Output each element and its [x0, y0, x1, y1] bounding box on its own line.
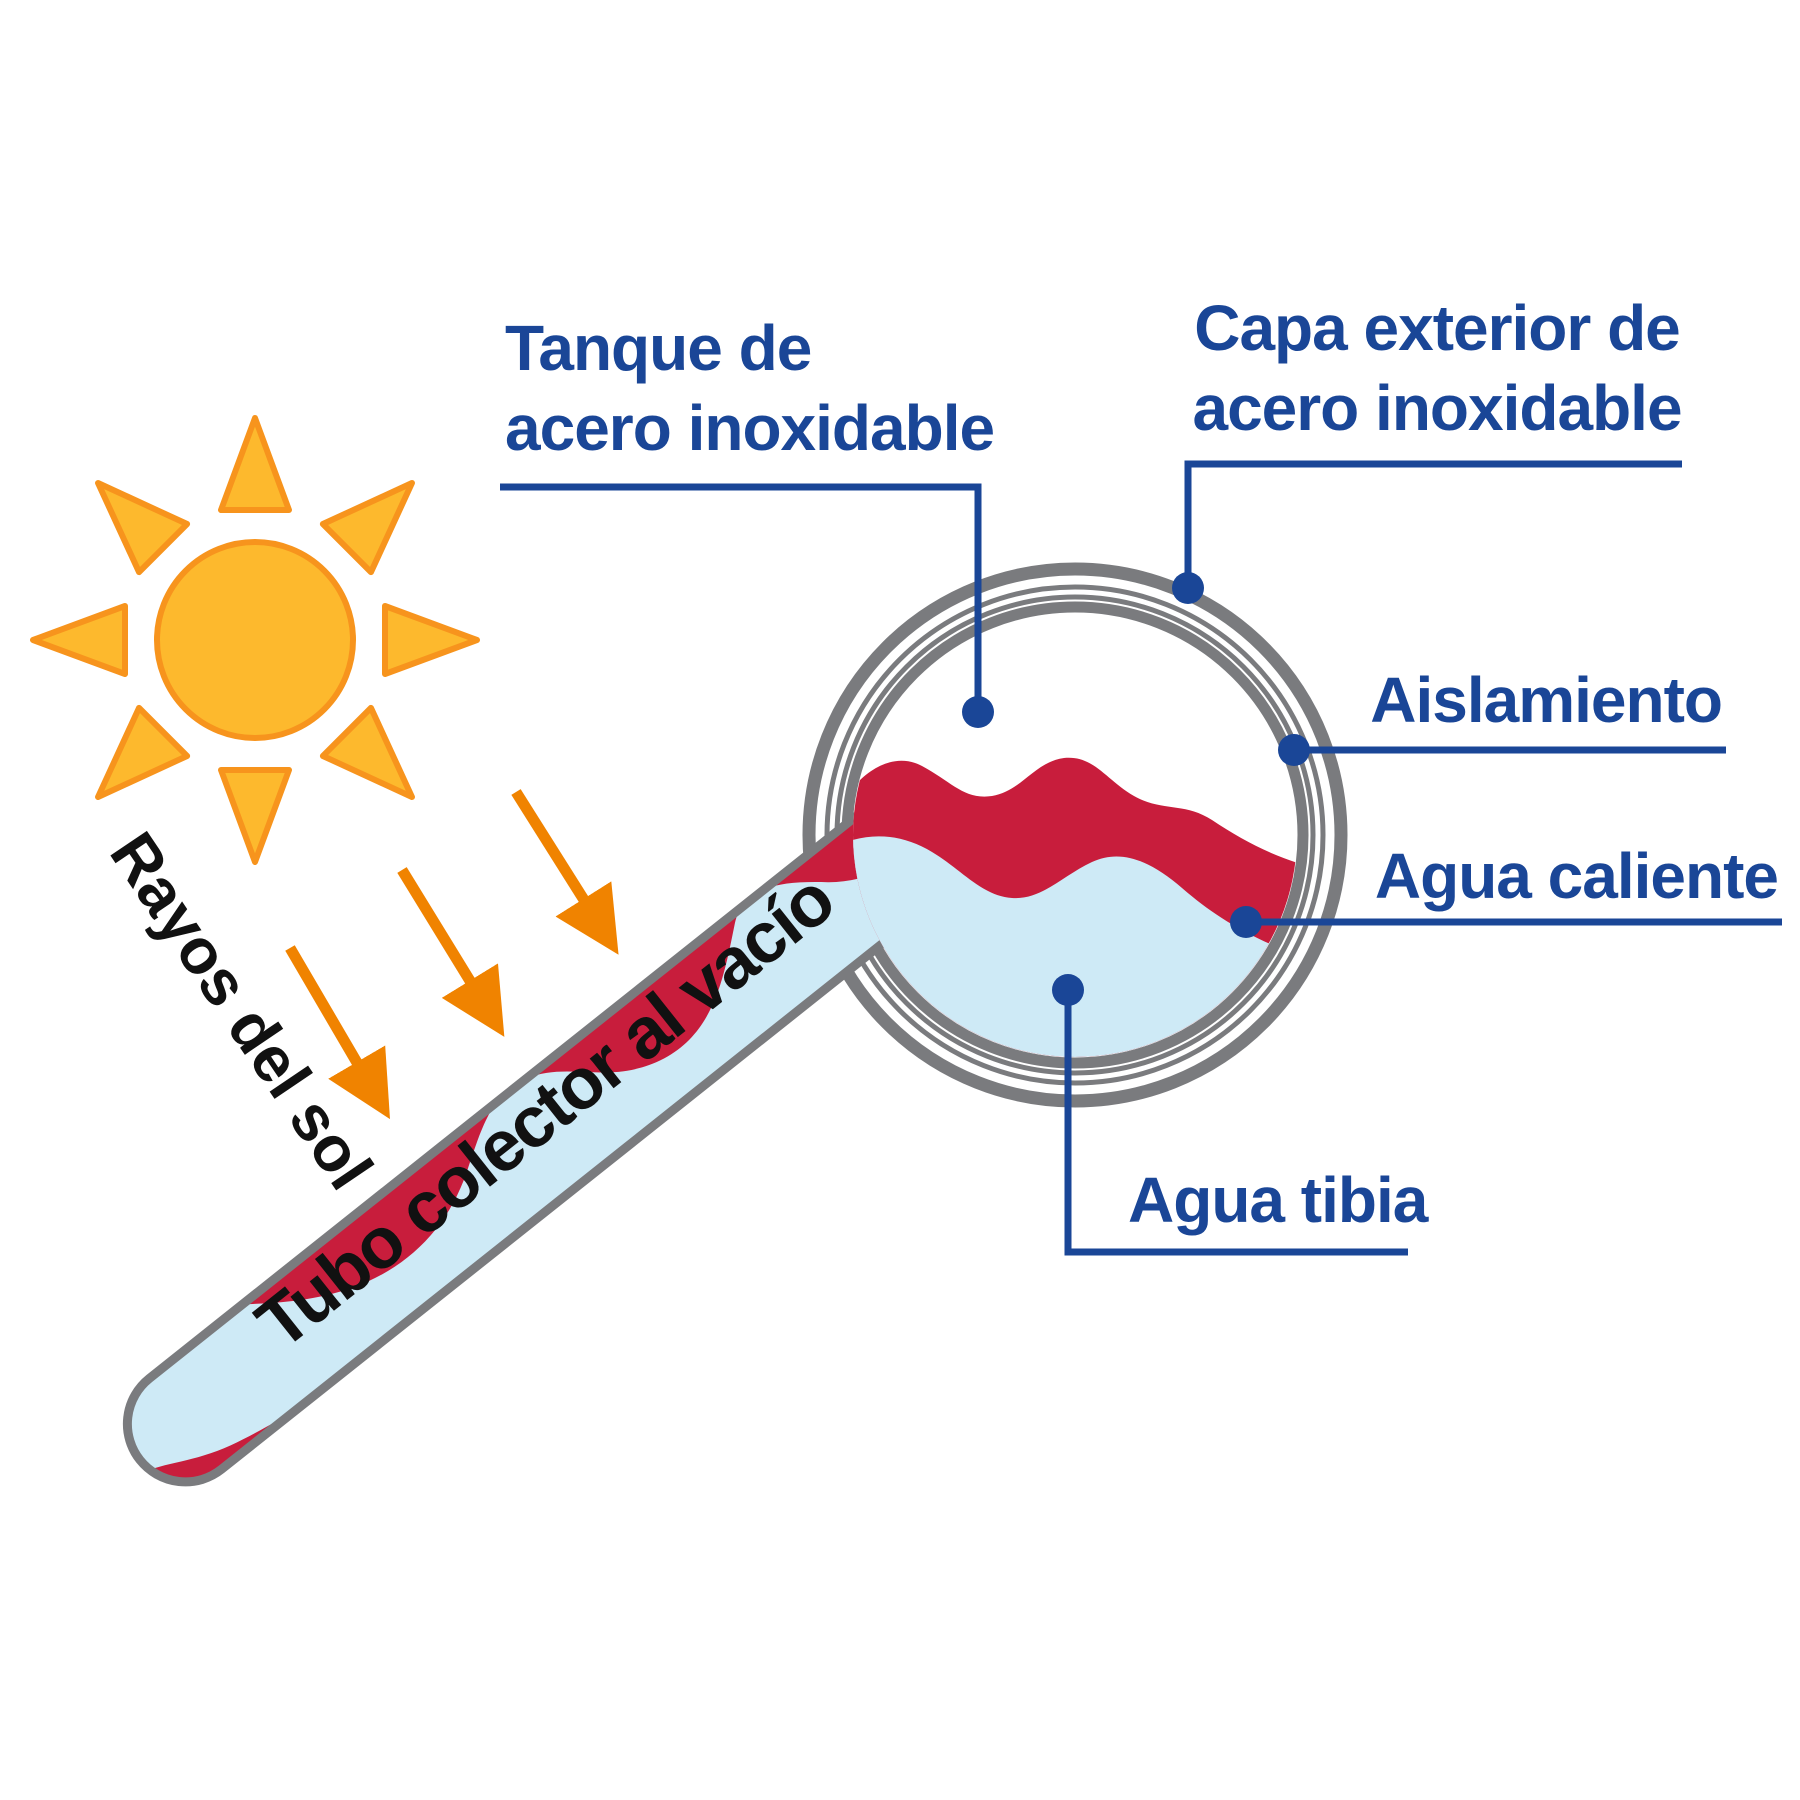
connector-line-tank — [500, 483, 982, 712]
sun-ray — [382, 603, 480, 677]
tube-warm-water — [127, 778, 983, 1482]
tank-outer-ring — [802, 562, 1348, 1108]
connector-dot-insulation — [1278, 734, 1310, 766]
label-sun-rays: Rayos del sol — [96, 820, 386, 1202]
label-hot-water: Agua caliente — [1375, 840, 1778, 912]
sun-ray — [30, 603, 128, 677]
connector-line-outer-layer — [1184, 460, 1682, 588]
label-insulation: Aislamiento — [1370, 664, 1722, 736]
connector-line-warm-water — [1064, 992, 1408, 1256]
connector-dot-warm-water — [1052, 974, 1084, 1006]
connector-dot-tank — [962, 696, 994, 728]
connector-dot-hot-water — [1230, 906, 1262, 938]
sun-ray — [319, 480, 415, 576]
label-tank-line1: Tanque de — [505, 312, 811, 384]
sun-ray — [95, 480, 191, 576]
connector-dot-outer-layer — [1172, 572, 1204, 604]
sun-icon — [30, 415, 480, 865]
sun-ray-arrow — [511, 789, 619, 955]
label-tank-line2: acero inoxidable — [505, 392, 994, 464]
sun-core — [154, 539, 356, 741]
sun-ray-arrow — [285, 945, 390, 1120]
label-outer-layer-line2: acero inoxidable — [1192, 372, 1681, 444]
sun-ray — [218, 415, 292, 513]
sun-ray — [95, 704, 191, 800]
label-outer-layer-line1: Capa exterior de — [1194, 292, 1680, 364]
sun-ray — [319, 704, 415, 800]
sun-ray — [218, 767, 292, 865]
label-warm-water: Agua tibia — [1128, 1164, 1429, 1236]
sun-ray-arrow — [397, 867, 505, 1037]
